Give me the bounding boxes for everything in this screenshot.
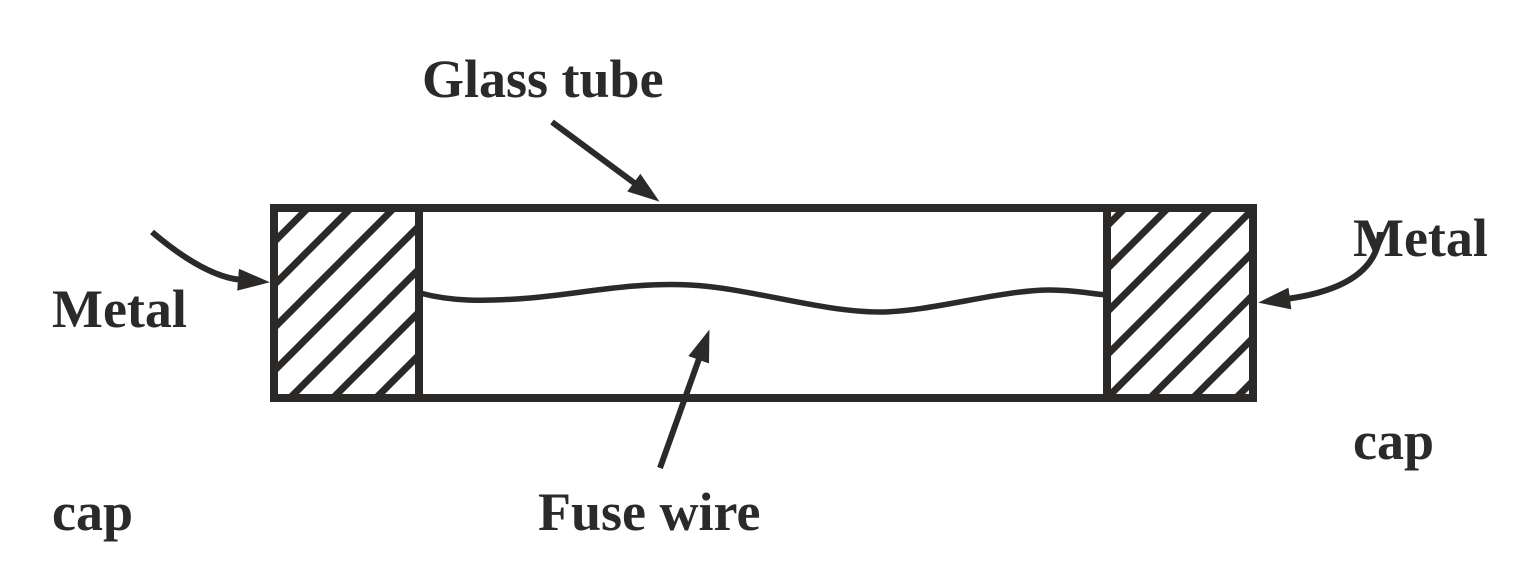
metal-cap-left-arrow (150, 229, 270, 291)
metal-cap-right-arrow (1258, 231, 1383, 310)
metal-cap-left-label-line1: Metal (52, 279, 187, 339)
metal-cap-left (270, 204, 423, 402)
metal-cap-left-label: Metal cap (52, 141, 187, 575)
glass-tube-label: Glass tube (422, 49, 664, 109)
metal-cap-left-label-line2: cap (52, 481, 133, 542)
metal-cap-right-label-line1: Metal (1353, 208, 1488, 268)
metal-cap-right-label: Metal cap (1353, 70, 1488, 575)
glass-tube-arrow (550, 119, 660, 202)
metal-cap-right-label-line2: cap (1353, 410, 1434, 471)
fuse-wire-label: Fuse wire (538, 482, 761, 542)
fuse-wire (419, 281, 1108, 315)
metal-cap-right (1103, 204, 1257, 402)
fuse-wire-arrow (657, 329, 710, 470)
